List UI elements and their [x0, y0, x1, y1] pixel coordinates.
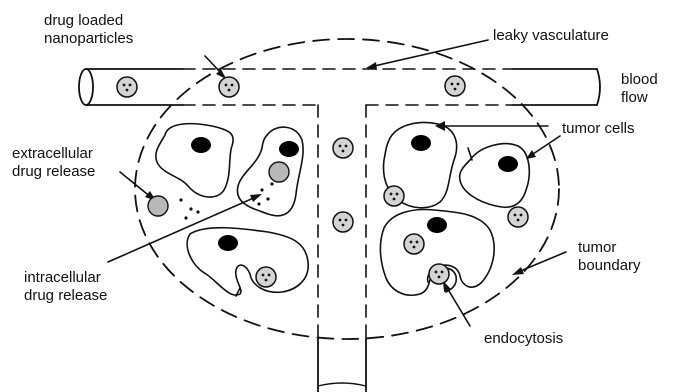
drug-loaded-nanoparticle [256, 267, 276, 287]
label-drug-loaded-line-2: nanoparticles [44, 30, 133, 48]
arrowhead-tumor-boundary [512, 267, 524, 275]
drug-loaded-nanoparticle [508, 207, 528, 227]
tumor-cell-1 [156, 124, 233, 197]
cell-tail-1 [468, 148, 472, 160]
label-drug-loaded-nanoparticles: drug loaded nanoparticles [44, 12, 133, 48]
label-tumor-cells: tumor cells [562, 120, 635, 138]
drug-loaded-nanoparticle [219, 77, 239, 97]
nucleus-3 [218, 235, 238, 251]
drug-loaded-nanoparticle [445, 76, 465, 96]
label-extracellular-drug-release: extracellular drug release [12, 145, 95, 181]
label-blood-flow: blood flow [621, 71, 658, 107]
arrowhead-intracellular [250, 194, 262, 202]
nucleus-5 [498, 156, 518, 172]
label-tumor-boundary: tumor boundary [578, 239, 641, 275]
nucleus-2 [279, 141, 299, 157]
leader-tumor-boundary [518, 252, 566, 272]
nanoparticles-group [117, 76, 528, 287]
label-blood-flow-line-2: flow [621, 89, 658, 107]
drug-loaded-nanoparticle [429, 264, 449, 284]
label-tumor-boundary-line-1: tumor [578, 239, 641, 257]
drug-loaded-nanoparticle [117, 77, 137, 97]
drug-loaded-nanoparticle [384, 186, 404, 206]
blood-vessel-right [513, 69, 600, 105]
drug-loaded-nanoparticle [333, 138, 353, 158]
released-drug-particle-extracellular [148, 196, 168, 216]
label-leaky-vasculature: leaky vasculature [493, 27, 609, 45]
label-endocytosis: endocytosis [484, 330, 563, 348]
label-drug-loaded-line-1: drug loaded [44, 12, 133, 30]
label-extracellular-line-2: drug release [12, 163, 95, 181]
label-intracellular-line-1: intracellular [24, 269, 107, 287]
leader-tumor-cells-b [530, 136, 560, 156]
label-tumor-boundary-line-2: boundary [578, 257, 641, 275]
label-intracellular-drug-release: intracellular drug release [24, 269, 107, 305]
label-extracellular-line-1: extracellular [12, 145, 95, 163]
nucleus-6 [427, 217, 447, 233]
arrowhead-tumor-cells-a [435, 121, 445, 131]
drug-loaded-nanoparticle [333, 212, 353, 232]
leader-leaky-vasculature [370, 40, 488, 67]
tumor-boundary-outline [135, 39, 559, 339]
label-blood-flow-line-1: blood [621, 71, 658, 89]
tumor-cell-3 [187, 228, 308, 295]
label-intracellular-line-2: drug release [24, 287, 107, 305]
arrowhead-tumor-cells-b [526, 150, 536, 159]
nucleus-1 [191, 137, 211, 153]
drug-loaded-nanoparticle [404, 234, 424, 254]
released-drug-particle-intracellular [269, 162, 289, 182]
nucleus-4 [411, 135, 431, 151]
released-drug-dots [179, 182, 273, 219]
